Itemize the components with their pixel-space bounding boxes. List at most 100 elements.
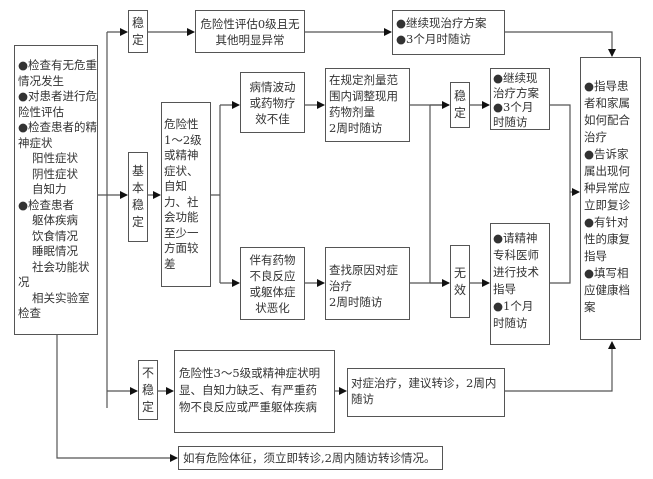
branch-a-outcome-line: 时随访 (493, 114, 528, 129)
assessment-line: 检查 (18, 306, 41, 320)
basic-condition-line: 会功能 (164, 210, 199, 224)
guidance-line: ●告诉家 (584, 147, 629, 161)
branch-b-outcome-line: ●请精神 (493, 231, 538, 245)
unstable-condition-line: 危险性3～5级或精神症状明 (179, 366, 321, 380)
guidance-line: 立即复诊 (584, 198, 630, 212)
guidance-line: 属出现何 (584, 164, 630, 178)
branch-b-outcome-action-box: ●请精神专科医师进行技术指导●1个月时随访 (490, 223, 550, 345)
assessment-line: 相关实验室 (32, 290, 90, 305)
action-to-outcome-line (410, 104, 449, 284)
branch-b-action-line: 查找原因对症 (329, 263, 398, 277)
assessment-line: 饮食情况 (32, 228, 78, 243)
branch-a-action-line: 围内调整现用 (329, 89, 398, 103)
guidance-line: 种异常应 (584, 181, 630, 195)
danger-note-arrow (56, 335, 178, 462)
guidance-text: ●指导患者和家属如何配合治疗●告诉家属出现何种异常应立即复诊●有针对性的康复指导… (584, 78, 637, 316)
basic-condition-line: 或精神 (164, 148, 199, 162)
assessment-line: 险性评估 (18, 104, 64, 119)
branch-b-condition-text: 伴有药物不良反应或躯体症状恶化 (250, 252, 296, 316)
branch-b-outcome-line: 指导 (493, 282, 516, 296)
branch-b-condition-box: 伴有药物不良反应或躯体症状恶化 (240, 247, 305, 320)
unstable-label-char: 稳 (141, 382, 154, 397)
branch-a-outcome-label-box: 稳 定 (450, 82, 470, 128)
assessment-line: ●检查有无危重 (18, 58, 98, 72)
outcome-label-char: 定 (453, 106, 466, 120)
unstable-action-to-guidance-arrow (505, 341, 616, 392)
danger-note-text: 如有危险体征，须立即转诊,2周内随访转诊情况。 (183, 451, 436, 465)
stable-condition-line: 危险性评估0级且无 (200, 16, 300, 31)
branch-b-outcome-label-box: 无 效 (450, 245, 470, 318)
branch-a-outcome-action-box: ●继续现治疗方案●3个月时随访 (490, 68, 550, 130)
basic-label-char: 稳 (131, 198, 144, 212)
branch-b-condition-line: 或躯体症 (249, 284, 296, 299)
branch-b-outcome-action-text: ●请精神专科医师进行技术指导●1个月时随访 (493, 230, 547, 332)
unstable-action-line: 对症治疗，建议转诊，2周内 (351, 376, 497, 390)
guidance-line: ●指导患 (584, 79, 629, 93)
guidance-line: 应健康档 (584, 283, 630, 297)
branch-b-outcome-line: ●1个月 (493, 299, 534, 313)
stable-label-char: 定 (131, 32, 144, 47)
stable-action-line: ●3个月时随访 (396, 32, 471, 46)
branch-b-condition-line: 状恶化 (255, 300, 290, 315)
branch-a-condition-text: 病情波动或药物疗效不佳 (250, 79, 296, 127)
unstable-label-char: 定 (141, 399, 154, 414)
outcome-label-char: 稳 (453, 89, 466, 103)
basic-label-char: 本 (131, 181, 144, 195)
assessment-line: ●检查患者的精 (18, 120, 98, 134)
stable-label-box: 稳 定 (128, 10, 148, 53)
unstable-condition-line: 显、自知力缺乏、有严重药 (179, 383, 317, 397)
branch-a-action-line: 2周时随访 (329, 121, 383, 135)
assessment-list: ●检查有无危重情况发生●对患者进行危险性评估●检查患者的精神症状阳性症状阴性症状… (18, 58, 98, 322)
unstable-condition-line: 物不良反应或严重躯体疾病 (179, 400, 317, 414)
assessment-line: 情况发生 (18, 73, 64, 88)
merge-line (550, 104, 571, 284)
branch-a-condition-line: 效不佳 (255, 111, 290, 126)
basic-label-char: 定 (131, 215, 144, 229)
branch-a-condition-box: 病情波动或药物疗效不佳 (240, 72, 305, 133)
unstable-label-box: 不 稳 定 (138, 360, 158, 420)
guidance-box: ●指导患者和家属如何配合治疗●告诉家属出现何种异常应立即复诊●有针对性的康复指导… (580, 57, 641, 340)
basic-condition-line: 1～2级 (164, 132, 202, 147)
stable-action-line: ●继续现治疗方案 (396, 16, 487, 30)
guidance-line: 指导 (584, 249, 607, 263)
basic-condition-line: 危险性 (164, 117, 199, 131)
assessment-line: 况 (18, 275, 30, 289)
basic-condition-line: 症状、 (164, 163, 199, 178)
basic-label-char: 基 (131, 164, 144, 178)
basic-condition-line: 力、社 (164, 194, 199, 209)
unstable-condition-text: 危险性3～5级或精神症状明显、自知力缺乏、有严重药物不良反应或严重躯体疾病 (179, 365, 330, 416)
stable-action-to-guidance-arrow (505, 31, 616, 57)
branch-b-outcome-line: 时随访 (493, 316, 528, 330)
unstable-action-line: 随访 (351, 392, 374, 406)
guidance-line: 案 (584, 300, 596, 314)
assessment-line: 社会功能状 (32, 259, 90, 274)
assessment-line: 自知力 (32, 182, 67, 196)
basic-condition-line: 方面较 (164, 241, 199, 255)
basic-split-line (210, 105, 221, 283)
outcome-label-char: 无 (453, 265, 466, 280)
unstable-condition-box: 危险性3～5级或精神症状明显、自知力缺乏、有严重药物不良反应或严重躯体疾病 (174, 350, 335, 433)
assessment-line: ●检查患者 (18, 197, 75, 212)
branch-b-action-line: 2周时随访 (329, 295, 383, 309)
branch-a-condition-line: 病情波动 (249, 79, 296, 94)
assessment-line: 阳性症状 (32, 151, 78, 165)
branch-a-action-line: 在规定剂量范 (329, 73, 398, 87)
branch-a-outcome-line: 治疗方案 (493, 85, 539, 100)
branch-b-condition-line: 伴有药物 (249, 252, 296, 267)
stable-action-box: ●继续现治疗方案 ●3个月时随访 (392, 10, 505, 55)
branch-b-condition-line: 不良反应 (249, 268, 296, 283)
assessment-line: 阴性症状 (32, 166, 78, 181)
basic-condition-line: 差 (164, 256, 176, 271)
basic-stable-label-box: 基 本 稳 定 (128, 152, 148, 242)
branch-a-outcome-line: ●继续现 (493, 71, 538, 85)
stable-condition-box: 危险性评估0级且无 其他明显异常 (195, 10, 305, 53)
guidance-line: 性的康复 (584, 232, 630, 246)
guidance-line: 治疗 (584, 130, 607, 144)
branch-b-outcome-line: 进行技术 (493, 265, 539, 279)
danger-note-box: 如有危险体征，须立即转诊,2周内随访转诊情况。 (178, 446, 443, 470)
branch-a-outcome-line: ●3个月 (493, 100, 534, 114)
assessment-box: ●检查有无危重情况发生●对患者进行危险性评估●检查患者的精神症状阳性症状阴性症状… (14, 45, 98, 335)
